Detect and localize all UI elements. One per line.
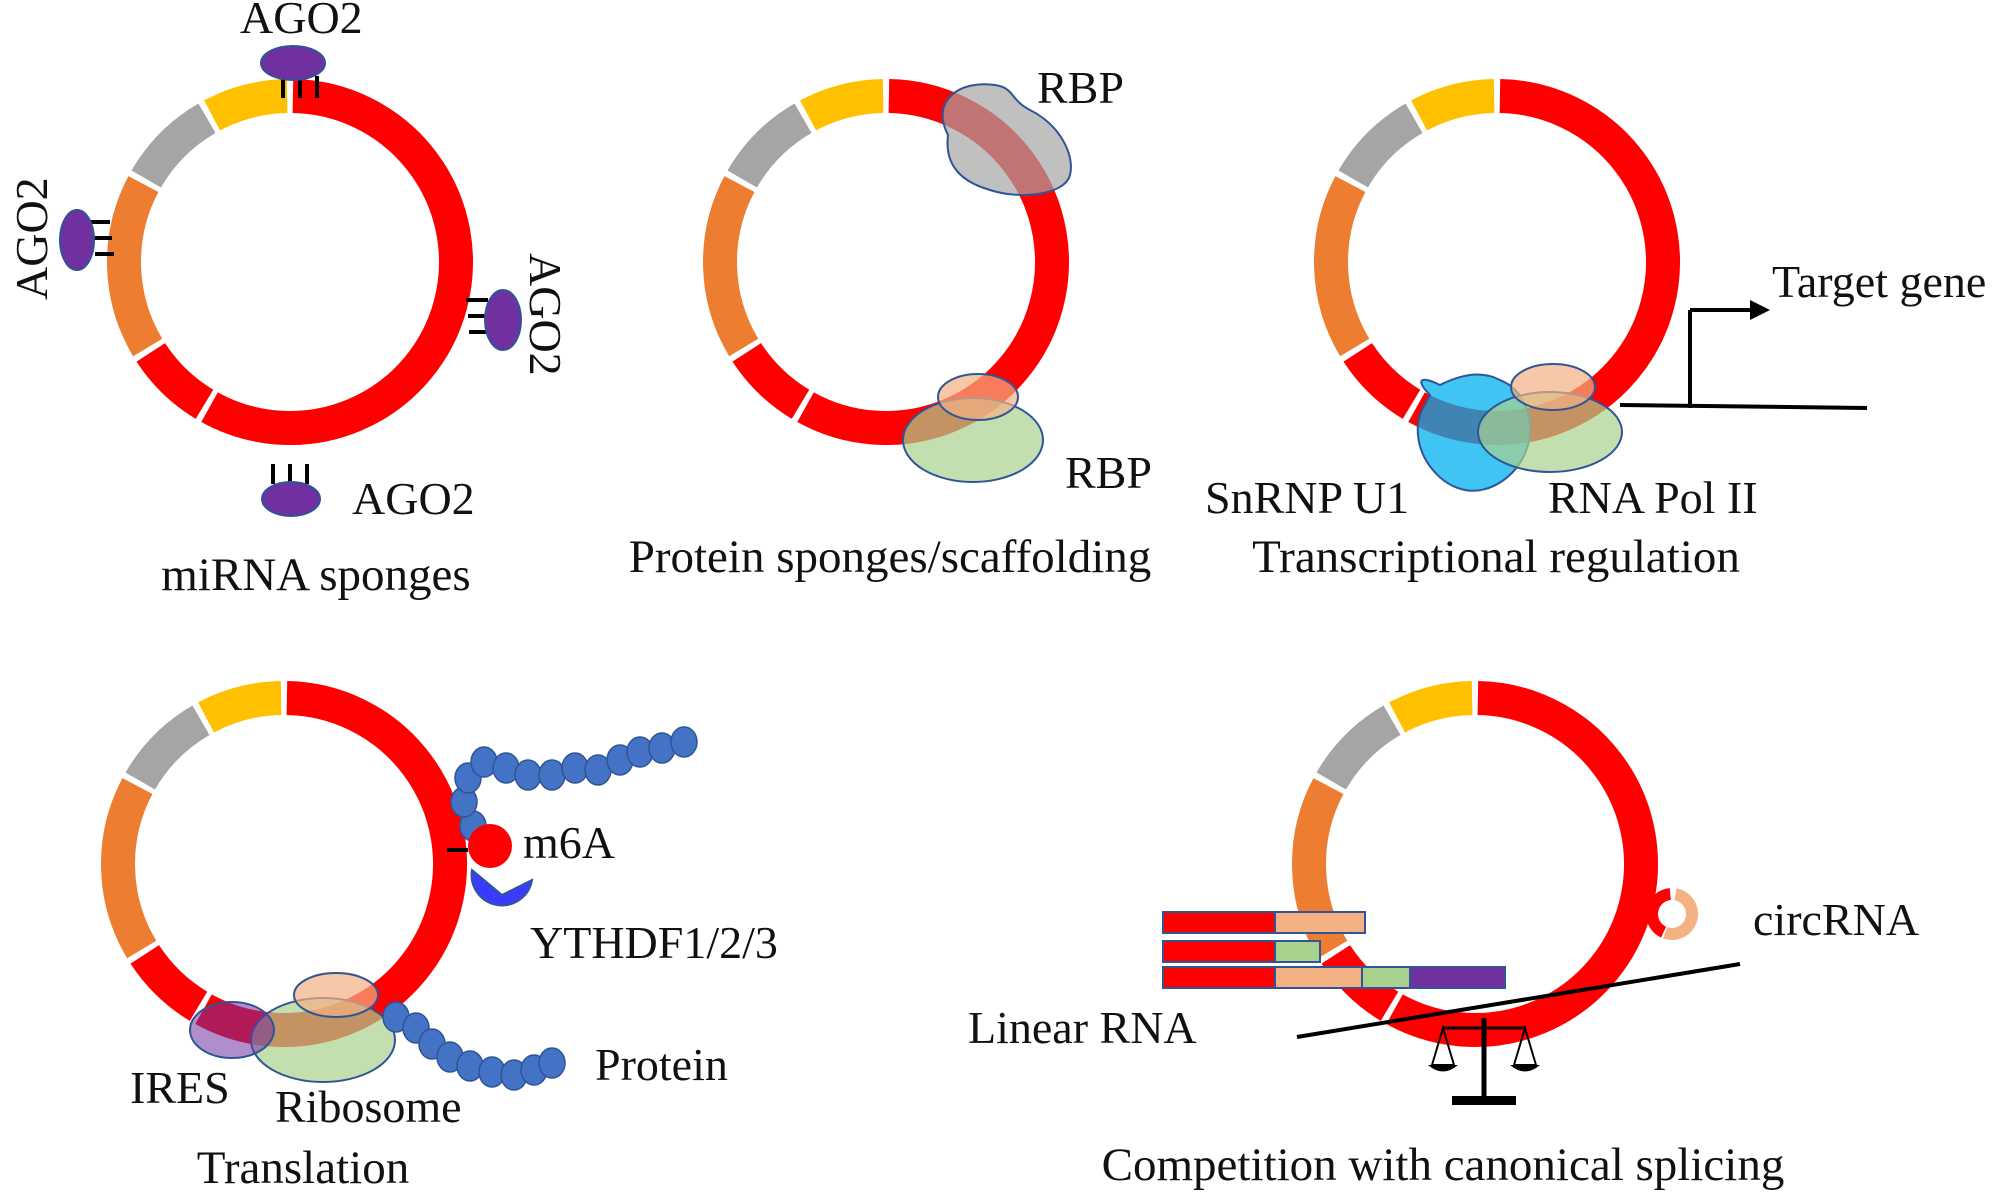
- rbp-peach: [937, 373, 1019, 421]
- ring-segment-red: [130, 944, 208, 1021]
- exon-peach: [1274, 911, 1366, 934]
- exon-peach: [1274, 966, 1363, 989]
- exon-red: [1162, 911, 1276, 934]
- ires-label: IRES: [130, 1062, 230, 1113]
- ring-segment-red: [732, 342, 810, 419]
- ago2-protein: [59, 209, 95, 271]
- m6a-label: m6A: [523, 817, 615, 868]
- target-gene-arrow: [1619, 300, 1868, 410]
- amino-acid-bead: [514, 759, 542, 791]
- snrnp-u1-label: SnRNP U1: [1205, 472, 1409, 523]
- ring-segment-gray: [727, 103, 812, 188]
- exon-green: [1361, 966, 1411, 989]
- small-circrna-icon: [1646, 888, 1698, 940]
- ago2-protein: [484, 289, 522, 351]
- rna-pol-ii-label: RNA Pol II: [1548, 472, 1758, 523]
- ring-segment-orange: [101, 778, 157, 959]
- ring-segment-yellow: [198, 681, 282, 733]
- circrna-ring: [101, 681, 467, 1047]
- caption-protein-sponges: Protein sponges/scaffolding: [629, 531, 1152, 583]
- caption-translation: Translation: [197, 1142, 409, 1191]
- caption-mirna-sponges: miRNA sponges: [161, 549, 470, 601]
- ring-segment-gray: [1338, 103, 1423, 188]
- ring-segment-yellow: [1411, 79, 1495, 131]
- ring-segment-yellow: [204, 79, 288, 131]
- exon-red: [1162, 966, 1276, 989]
- ago2-right: [466, 289, 522, 351]
- caption-canonical-splicing: Competition with canonical splicing: [1102, 1139, 1785, 1191]
- ring-segment-yellow: [1389, 681, 1473, 733]
- ring-segment-red: [1343, 342, 1421, 419]
- ago2-left: [59, 209, 114, 271]
- mini-ring-segment: [1663, 888, 1698, 940]
- ribosome-label: Ribosome: [275, 1081, 462, 1132]
- circrna-ring: [107, 79, 473, 445]
- protein-label: Protein: [595, 1039, 728, 1090]
- exon-green: [1274, 940, 1321, 963]
- target-gene-label: Target gene: [1772, 256, 1986, 307]
- panel-canonical-splicing: Linear RNA circRNA Competition with cano…: [968, 681, 1919, 1191]
- rbp-gray-blob: [941, 83, 1072, 196]
- ago2-label-left: AGO2: [6, 177, 57, 300]
- caption-transcriptional-regulation: Transcriptional regulation: [1252, 531, 1740, 583]
- amino-acid-bead: [538, 759, 566, 791]
- ring-segment-red: [136, 342, 214, 419]
- mini-ring-segment: [1646, 888, 1672, 938]
- ago2-bottom: [261, 464, 321, 517]
- nascent-peptide-bottom: [382, 1001, 566, 1091]
- exon-red: [1162, 940, 1276, 963]
- ring-segment-orange: [1314, 176, 1370, 357]
- ago2-top: [260, 45, 326, 98]
- panel-protein-sponges: RBP RBP Protein sponges/scaffolding: [629, 62, 1152, 583]
- linear-rna-label: Linear RNA: [968, 1002, 1197, 1053]
- ago2-label-top: AGO2: [240, 0, 363, 43]
- ires-element: [189, 1001, 275, 1059]
- panel-transcriptional-regulation: Target gene SnRNP U1 RNA Pol II Transcri…: [1205, 79, 1986, 583]
- ago2-protein: [261, 481, 321, 517]
- amino-acid-bead: [670, 726, 698, 758]
- amino-acid-bead: [561, 752, 589, 784]
- ythdf-label: YTHDF1/2/3: [530, 917, 778, 968]
- ago2-label-right: AGO2: [520, 253, 571, 376]
- ago2-label-bottom: AGO2: [352, 473, 475, 524]
- ring-segment-gray: [131, 103, 216, 188]
- rna-pol-ii-subunit: [1510, 363, 1596, 411]
- amino-acid-bead: [538, 1047, 566, 1079]
- ring-segment-orange: [703, 176, 759, 357]
- ring-segment-orange: [107, 176, 163, 357]
- panel-mirna-sponges: AGO2 AGO2 AGO2 AGO2 miRNA sponges: [6, 0, 571, 601]
- rbp-label-bottom: RBP: [1065, 447, 1152, 498]
- ring-segment-gray: [125, 705, 210, 790]
- ring-segment-red: [201, 79, 473, 445]
- nascent-peptide-top: [450, 726, 698, 842]
- ring-segment-yellow: [800, 79, 884, 131]
- ago2-protein: [260, 45, 326, 81]
- ribosome-small: [293, 972, 379, 1018]
- exon-purple: [1409, 966, 1506, 989]
- ring-segment-gray: [1316, 705, 1401, 790]
- rbp-label-top: RBP: [1037, 62, 1124, 113]
- balance-scale: [1296, 962, 1741, 1105]
- panel-translation: m6A YTHDF1/2/3 Protein IRES Ribosome Tra…: [101, 681, 778, 1194]
- linear-rna-stack: [1162, 911, 1506, 989]
- m6a-mark: [468, 824, 512, 868]
- ythdf-reader: [470, 868, 534, 907]
- circrna-label: circRNA: [1753, 894, 1919, 945]
